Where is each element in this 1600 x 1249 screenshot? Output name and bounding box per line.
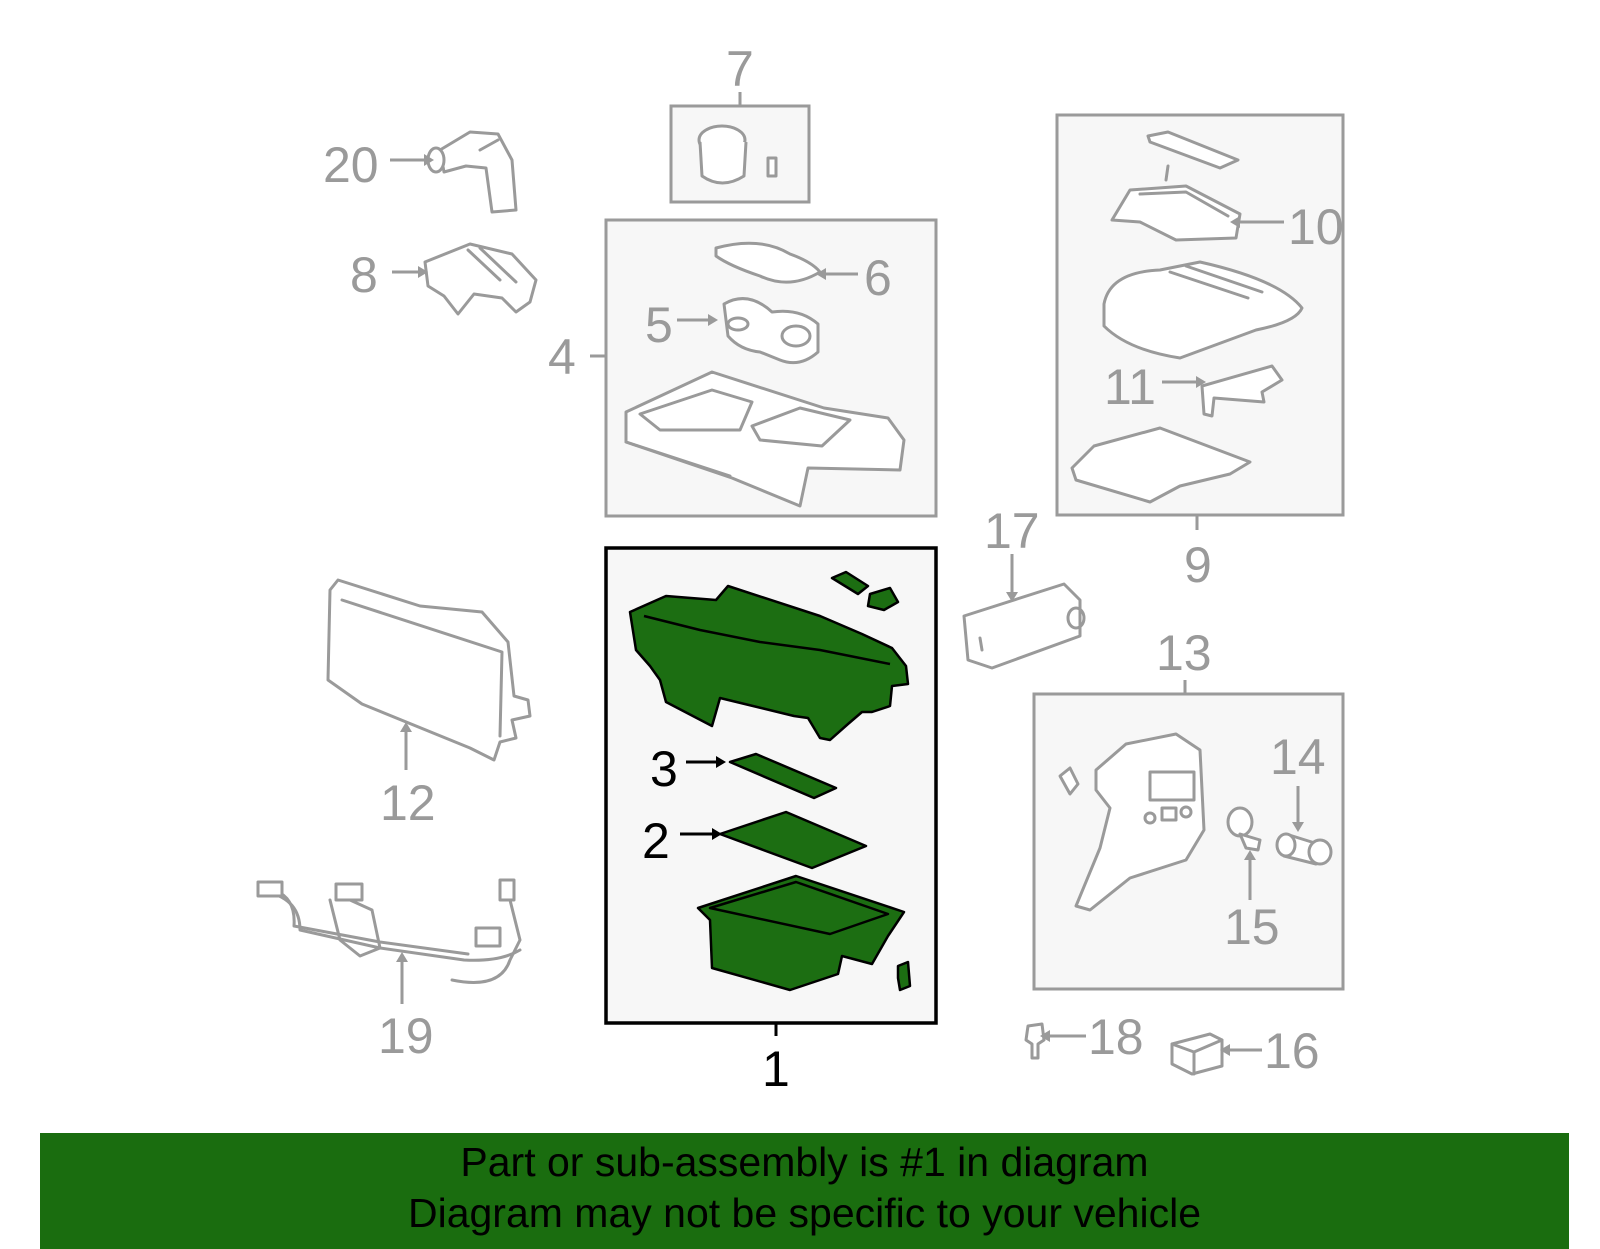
banner-line-2: Diagram may not be specific to your vehi…	[407, 1190, 1201, 1236]
callout-20: 20	[323, 137, 379, 193]
part-1-console-housing	[628, 570, 910, 742]
part-1-storage-bin	[696, 874, 912, 992]
part-11-bracket	[1200, 364, 1284, 418]
callout-14: 14	[1270, 729, 1326, 785]
callout-9: 9	[1184, 537, 1212, 593]
part-2-mat	[718, 810, 868, 870]
banner-line-1: Part or sub-assembly is #1 in diagram	[460, 1139, 1149, 1185]
callout-4: 4	[548, 329, 576, 385]
callout-6: 6	[864, 250, 892, 306]
part-18-socket	[1024, 1022, 1046, 1060]
callout-15: 15	[1224, 899, 1280, 955]
callout-8: 8	[350, 247, 378, 303]
part-13-bezel	[1058, 732, 1206, 912]
callout-12: 12	[380, 775, 436, 831]
part-9-armrest-lid	[1102, 260, 1304, 360]
part-5-cupholder	[722, 297, 820, 365]
part-12-side-panel	[326, 578, 532, 762]
callout-3: 3	[650, 741, 678, 797]
exploded-view: 20 8 7 6 5 4 10 11 9 17 12 19 3 2 1 13 1…	[256, 41, 1345, 1097]
info-banner: Part or sub-assembly is #1 in diagram Di…	[40, 1133, 1569, 1249]
callout-19: 19	[378, 1008, 434, 1064]
part-7-insert	[697, 124, 778, 185]
callout-10: 10	[1288, 199, 1344, 255]
part-9-base-pad	[1070, 426, 1252, 504]
part-19-wiring-harness	[256, 878, 522, 984]
part-8-knob-cover	[423, 242, 538, 316]
callout-1: 1	[762, 1041, 790, 1097]
part-17-plate	[962, 582, 1086, 670]
part-14-power-outlet	[1275, 832, 1333, 866]
part-4-console-top	[624, 370, 906, 508]
callout-7: 7	[726, 41, 754, 97]
callout-5: 5	[645, 297, 673, 353]
callout-11: 11	[1104, 359, 1156, 415]
part-20-shift-lever	[426, 130, 518, 214]
part-3-small-mat	[728, 752, 838, 800]
part-16-clip	[1170, 1032, 1224, 1076]
callout-18: 18	[1088, 1009, 1144, 1065]
callout-16: 16	[1264, 1023, 1320, 1079]
part-15-retainer	[1226, 806, 1262, 852]
callout-13: 13	[1156, 625, 1212, 681]
callout-2: 2	[642, 813, 670, 869]
callout-17: 17	[984, 503, 1040, 559]
